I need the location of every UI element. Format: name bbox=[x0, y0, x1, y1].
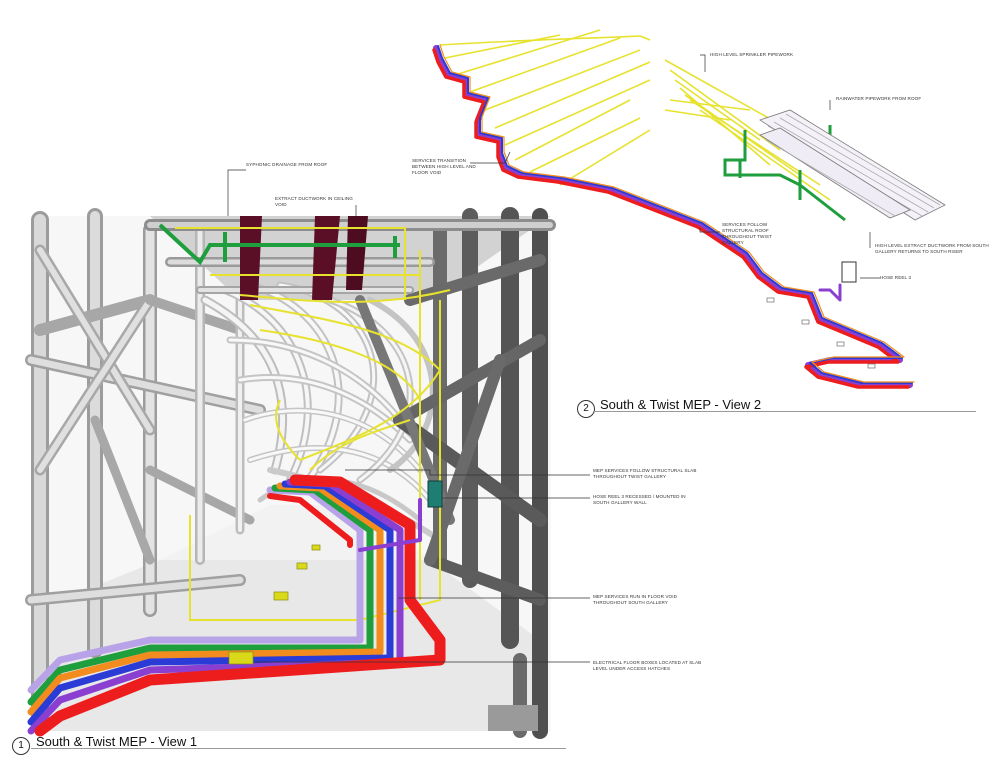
view2-leader-lines bbox=[470, 54, 880, 279]
high-level-extract-ductwork-view2 bbox=[759, 109, 946, 221]
view-1-title: South & Twist MEP - View 1 bbox=[36, 734, 198, 749]
view-1-perspective bbox=[25, 169, 590, 739]
view-2-number: 2 bbox=[577, 400, 595, 418]
syphonic-drainage bbox=[158, 223, 400, 266]
callout-hose-reel-view1: Hose reel 3 recessed / mounted in south … bbox=[593, 494, 686, 505]
callout-extract-ductwork: Extract ductwork in ceiling void bbox=[275, 196, 353, 207]
hose-reel-view1 bbox=[427, 480, 443, 508]
services-route-view2 bbox=[432, 44, 915, 389]
structure-left bbox=[25, 208, 266, 734]
callout-services-transition: Services transition between high level a… bbox=[412, 158, 476, 175]
extract-ductwork bbox=[240, 216, 368, 300]
callout-high-level-extract: High level extract ductwork from south g… bbox=[875, 243, 989, 254]
hose-reel-view2 bbox=[841, 261, 857, 283]
view-2-axonometric bbox=[432, 29, 946, 389]
view-1-title-rule bbox=[31, 748, 566, 749]
view-2-title: South & Twist MEP - View 2 bbox=[600, 397, 762, 412]
callout-high-level-sprinkler: High level sprinkler pipework bbox=[710, 52, 794, 57]
callout-siphonic-drainage: Syphonic drainage from roof bbox=[246, 162, 328, 167]
callout-hose-reel-view2: Hose reel 3 bbox=[880, 275, 912, 280]
callout-mep-follow-slab: MEP services follow structural slab thro… bbox=[593, 468, 697, 479]
floor-box-markers-view2 bbox=[766, 297, 876, 369]
view-1-number: 1 bbox=[12, 737, 30, 755]
view-2-title-rule bbox=[594, 411, 976, 412]
callout-services-follow-roof: Services follow structural roof througho… bbox=[722, 222, 772, 245]
structure-right bbox=[355, 207, 548, 739]
callout-electrical-floor-boxes: Electrical floor boxes located at slab l… bbox=[593, 660, 702, 671]
view1-leader-lines bbox=[227, 169, 590, 663]
callout-rainwater-pipework: Rainwater pipework from roof bbox=[836, 96, 922, 101]
callout-mep-floor-void: MEP services run in floor void throughou… bbox=[593, 594, 678, 605]
electrical-floor-boxes bbox=[228, 544, 321, 665]
